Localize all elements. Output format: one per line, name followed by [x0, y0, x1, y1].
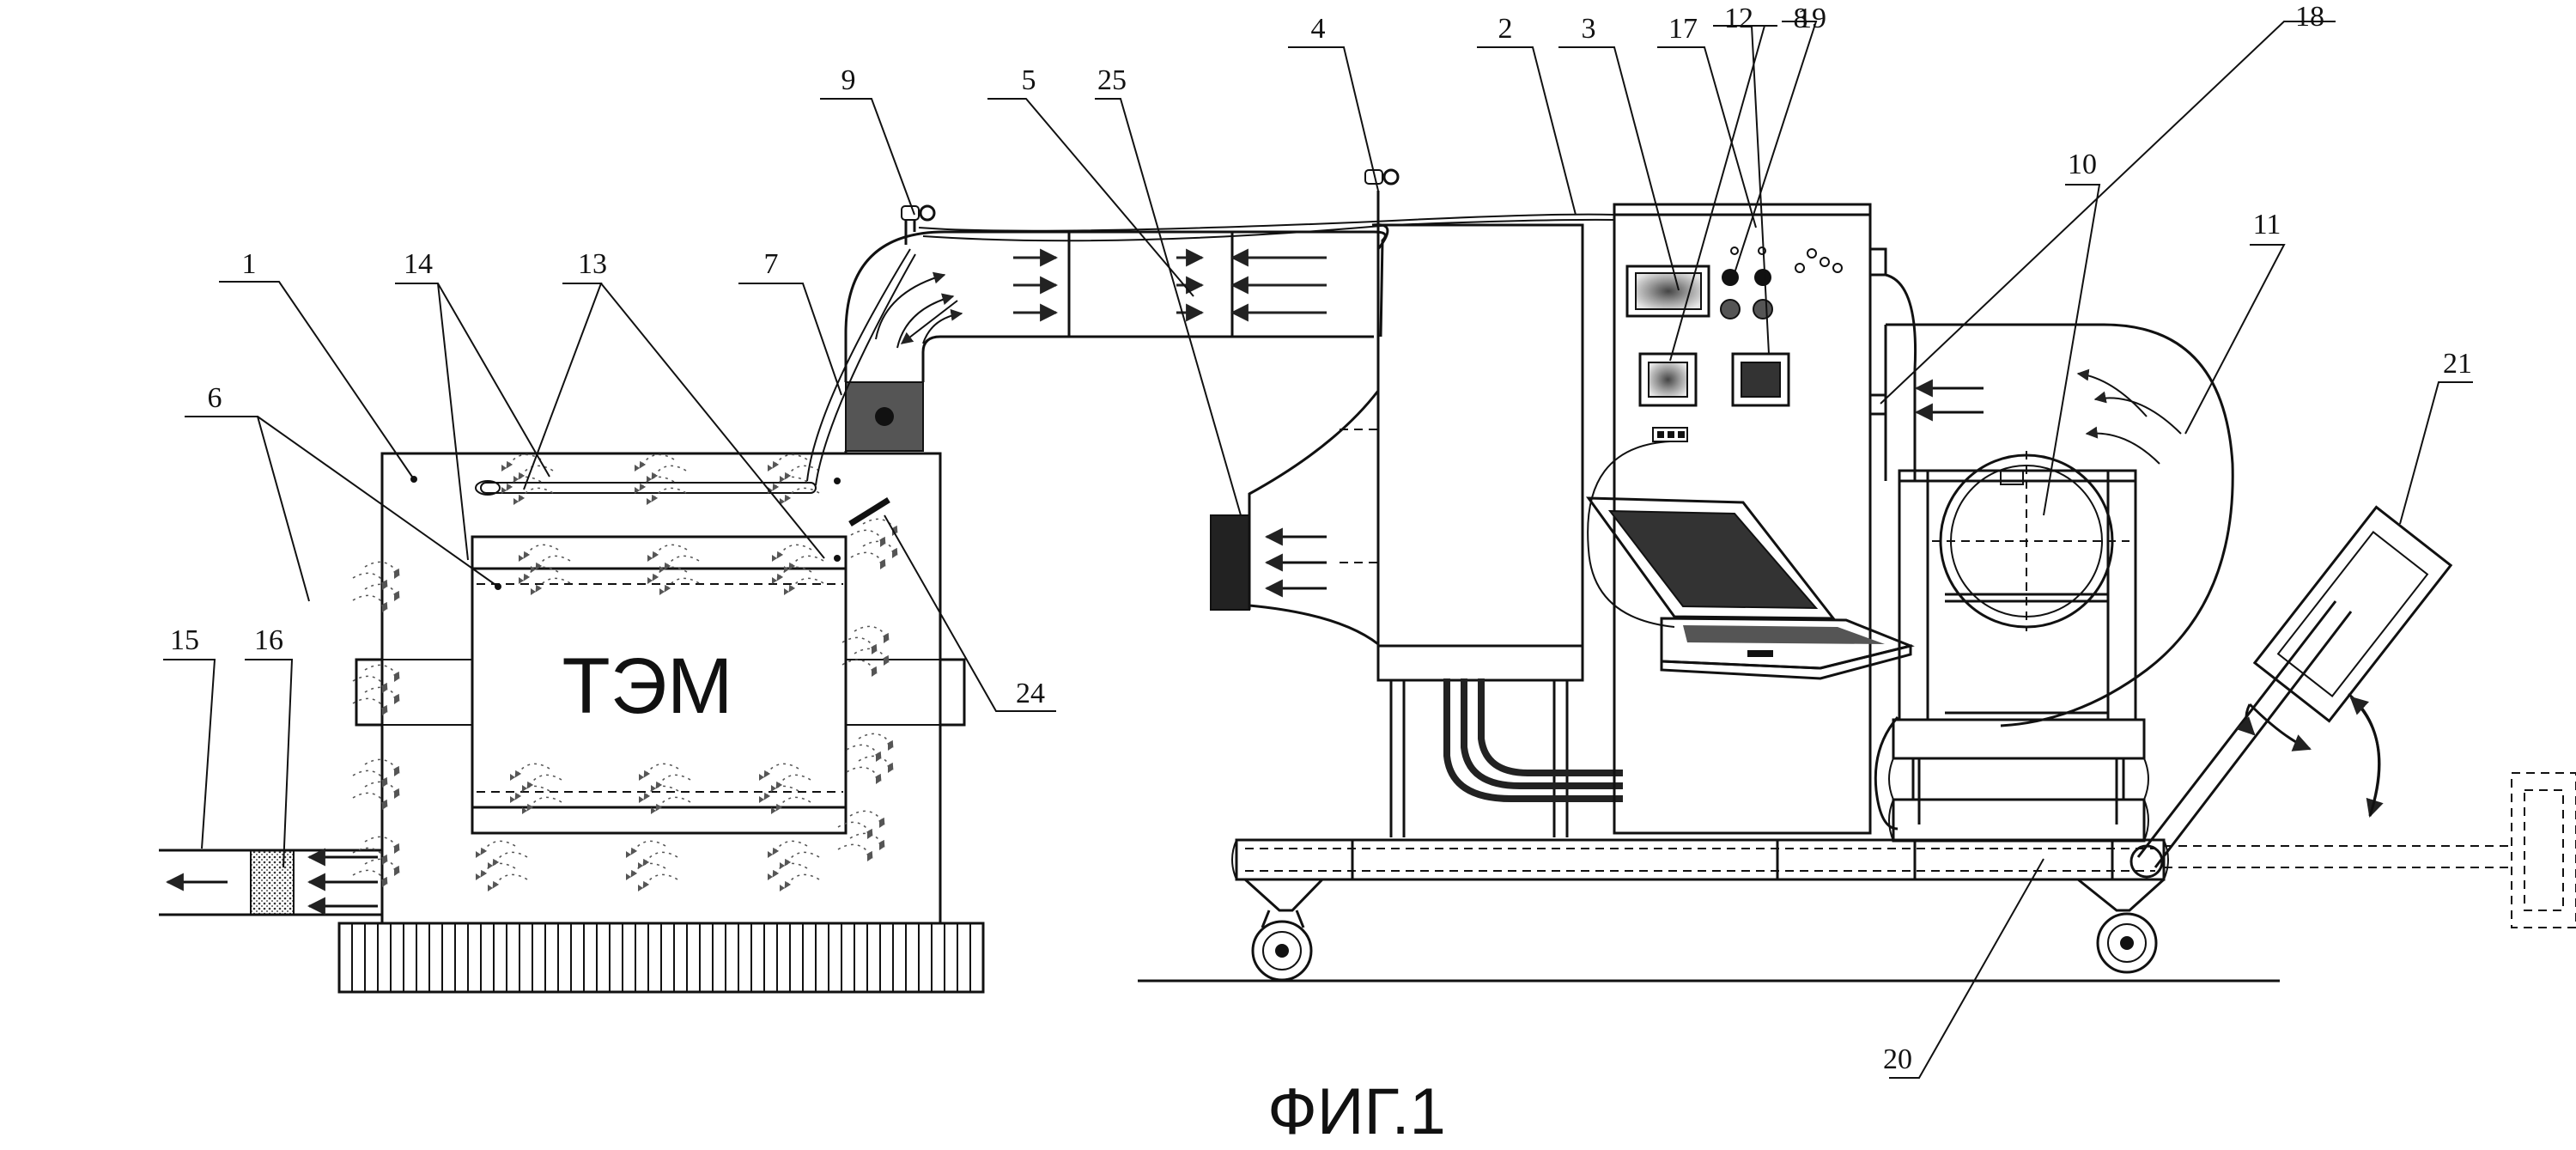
- thermal-chamber: ТЭМ: [159, 452, 985, 994]
- outlet-duct: [159, 848, 382, 916]
- knob: [1720, 299, 1741, 319]
- callout-16: 16: [254, 624, 283, 656]
- tem-block: [471, 535, 848, 835]
- callout-21: 21: [2443, 348, 2472, 380]
- callout-14: 14: [404, 248, 433, 280]
- callout-4: 4: [1311, 13, 1326, 45]
- callout-15: 15: [170, 624, 199, 656]
- probe-24: [848, 497, 890, 526]
- sensor-point: [834, 478, 841, 484]
- figure-caption: ФИГ.1: [1267, 1075, 1446, 1148]
- sensor-18: [1868, 393, 1887, 416]
- callout-10: 10: [2068, 149, 2097, 180]
- callout-5: 5: [1022, 64, 1036, 96]
- callout-8: 8: [1794, 3, 1808, 34]
- callout-9: 9: [841, 64, 856, 96]
- display-12: [1638, 352, 1698, 407]
- callout-19: 19: [1797, 3, 1826, 34]
- chamber-label: ТЭМ: [562, 642, 733, 730]
- callout-12: 12: [1724, 3, 1753, 34]
- callout-18: 18: [2295, 1, 2324, 33]
- chamber-airflow: [352, 453, 898, 891]
- heater-unit-2: [1210, 223, 1623, 837]
- sensor-4: [1364, 168, 1400, 232]
- callout-25: 25: [1097, 64, 1127, 96]
- sensor-9: [901, 204, 936, 245]
- tow-handle-21: [2129, 505, 2576, 928]
- left-flange: [355, 658, 384, 727]
- caster-left: [1243, 878, 1324, 982]
- top-heater-rod: [480, 482, 817, 494]
- knob: [1722, 269, 1739, 286]
- callout-17: 17: [1668, 13, 1698, 45]
- outlet-filter: [250, 849, 295, 916]
- callout-13: 13: [578, 248, 607, 280]
- callout-20: 20: [1883, 1044, 1912, 1075]
- centrifugal-blower: [1874, 323, 2234, 843]
- laptop: [1585, 496, 1915, 680]
- knob: [1754, 269, 1771, 286]
- supply-duct: [806, 168, 1615, 526]
- callout-labels: 1 2 3 4 5 6 7 8 9 10 11 12 13 14 15 16 1…: [170, 1, 2472, 1075]
- inlet-nozzle-25: [1210, 514, 1250, 611]
- sensor-point: [834, 555, 841, 562]
- leader-lines: [163, 21, 2473, 1079]
- callout-2: 2: [1498, 13, 1513, 45]
- display-8: [1731, 352, 1790, 407]
- callout-24: 24: [1016, 678, 1045, 709]
- callout-7: 7: [764, 248, 779, 280]
- control-cabinet: [1587, 203, 1917, 835]
- caster-right: [2077, 878, 2166, 974]
- knob: [1753, 299, 1773, 319]
- chamber-base-fins: [337, 922, 985, 994]
- callout-6: 6: [208, 382, 222, 414]
- callout-11: 11: [2253, 209, 2281, 240]
- cart-platform-20: [1138, 838, 2280, 983]
- right-flange: [939, 658, 966, 727]
- callout-3: 3: [1582, 13, 1596, 45]
- display-17: [1625, 265, 1710, 318]
- callout-1: 1: [242, 248, 257, 280]
